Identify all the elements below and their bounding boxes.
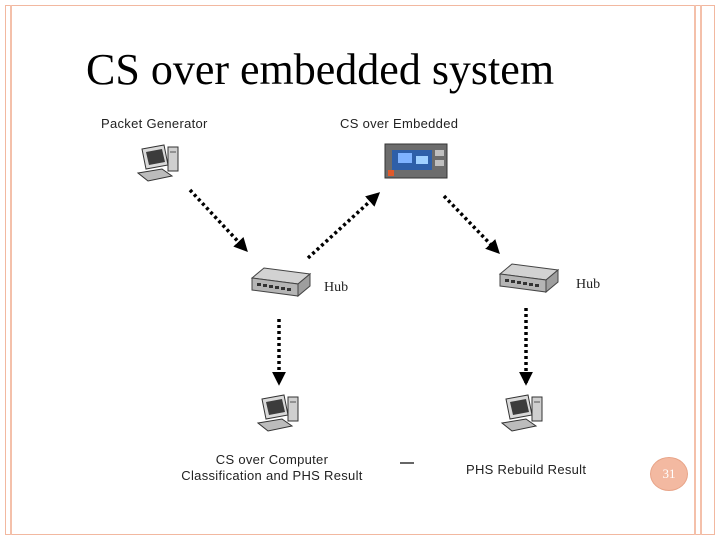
packet-generator-label: Packet Generator (101, 116, 208, 131)
hub-left-icon (251, 267, 311, 297)
phs-rebuild-label: PHS Rebuild Result (466, 462, 587, 477)
slide-border-right-1 (694, 5, 696, 535)
arrow-hub-to-embedded (306, 192, 381, 260)
cs-over-computer-line2: Classification and PHS Result (181, 468, 363, 483)
slide-border (5, 5, 715, 535)
cs-computer-icon (257, 394, 299, 432)
hub-right-icon (499, 263, 559, 293)
packet-generator-computer-icon (137, 144, 179, 182)
cs-over-computer-line1: CS over Computer (215, 452, 329, 467)
hub-right-label: Hub (576, 277, 601, 292)
hub-left-label: Hub (324, 280, 349, 295)
arrow-generator-to-hub (188, 188, 248, 253)
cs-over-computer-label: CS over Computer Classification and PHS … (150, 452, 394, 484)
page-number-badge: 31 (650, 457, 688, 491)
embedded-board-icon (384, 143, 448, 179)
phs-computer-icon (501, 394, 543, 432)
arrow-embedded-to-hub (442, 194, 500, 255)
slide-title: CS over embedded system (86, 45, 555, 94)
cs-over-embedded-label: CS over Embedded (340, 116, 459, 131)
slide-border-left (10, 5, 12, 535)
slide-border-right-2 (700, 5, 702, 535)
